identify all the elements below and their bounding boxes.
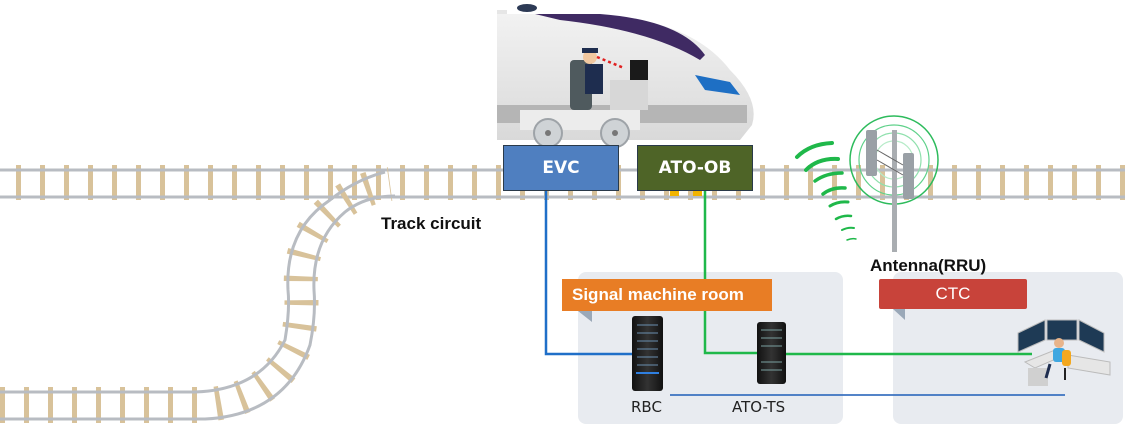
sleeper [880,165,885,200]
balise-icon [670,191,679,196]
ctc-room-panel [893,272,1123,424]
sleeper [1120,165,1125,200]
sleeper [952,165,957,200]
sleeper [40,165,45,200]
sleeper [88,165,93,200]
ctc-operator-workstation-icon [1017,319,1111,386]
ato-ts-label: ATO-TS [732,398,786,416]
balise-icon [693,191,702,196]
sleeper [1024,165,1029,200]
link-evc-rbc [544,191,634,356]
antenna-label: Antenna(RRU) [870,256,987,275]
sleeper [424,165,429,200]
evc-box: EVC [503,145,619,191]
sleeper [16,165,21,200]
branch-track [0,167,396,423]
link-atoob-atots [703,191,778,355]
sleeper [208,165,213,200]
rail [0,194,396,421]
ato-ts-server-icon [757,322,786,384]
signal-machine-room-label: Signal machine room [562,279,772,311]
rail [0,170,386,394]
sleeper [256,165,261,200]
sleeper [184,165,189,200]
sleeper [112,165,117,200]
sleeper [64,165,69,200]
sleeper [808,165,813,200]
sleeper [856,165,861,200]
ato-ob-box: ATO-OB [637,145,753,191]
sleeper [304,165,309,200]
sleeper [760,165,765,200]
sleeper [928,165,933,200]
sleepers [0,167,393,422]
sleeper [280,165,285,200]
sleeper [1072,165,1077,200]
antenna-icon [795,115,939,252]
sleeper [472,165,477,200]
rbc-server-icon [632,316,663,391]
sleeper [376,165,381,200]
sleeper [1048,165,1053,200]
sleeper [976,165,981,200]
sleeper [832,165,837,200]
ctc-label: CTC [879,279,1027,309]
track-circuit-label: Track circuit [381,214,482,233]
sleeper [160,165,165,200]
sleeper [784,165,789,200]
sleeper [1096,165,1101,200]
sleeper [1000,165,1005,200]
sleeper [400,165,405,200]
sleeper [328,165,333,200]
train-icon [497,4,754,148]
sleeper [496,165,501,200]
sleeper [448,165,453,200]
rbc-label: RBC [631,398,662,416]
sleeper [136,165,141,200]
sleeper [232,165,237,200]
